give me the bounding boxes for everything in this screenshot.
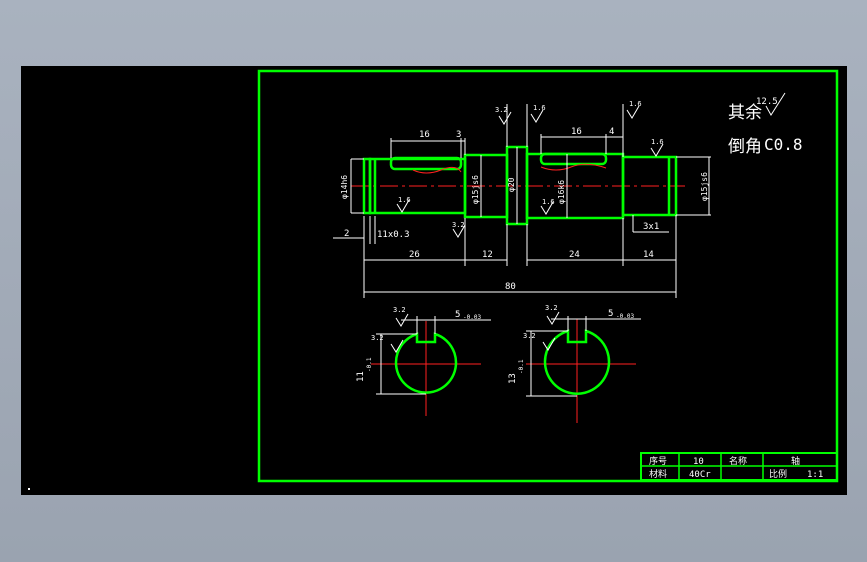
- svg-text:3.2: 3.2: [452, 221, 465, 229]
- shaft-drawing: 其余 12.5 倒角 C0.8: [28, 69, 839, 490]
- shaft-front-view: [351, 145, 685, 226]
- svg-text:40Cr: 40Cr: [689, 470, 711, 480]
- rest-roughness-label: 其余: [728, 103, 762, 123]
- chamfer-label: 倒角: [728, 137, 762, 157]
- svg-text:5: 5: [608, 309, 613, 319]
- dim-key2-offset: 4: [609, 127, 614, 137]
- dim-diameter-15-left: φ15js6: [471, 175, 480, 204]
- dim-groove: 11x0.3: [377, 230, 410, 240]
- svg-text:10: 10: [693, 457, 704, 467]
- cursor-dot: [28, 488, 30, 490]
- section-view-1: 3.2 3.2 11 -0.1 5 -0.03: [356, 306, 491, 416]
- dim-left-length: 2: [344, 229, 349, 239]
- svg-text:名称: 名称: [729, 455, 747, 467]
- svg-text:轴: 轴: [791, 455, 800, 467]
- svg-text:材料: 材料: [649, 468, 667, 480]
- svg-text:-0.1: -0.1: [366, 357, 373, 372]
- svg-text:比例: 比例: [769, 468, 787, 480]
- dim-length-14: 14: [643, 250, 654, 260]
- dim-chamfer-right: 3x1: [643, 222, 659, 232]
- svg-text:3.2: 3.2: [523, 332, 536, 340]
- dim-key1-length: 16: [419, 130, 430, 140]
- dim-diameter-15-right: φ15js6: [700, 172, 709, 201]
- dimension-lines: [333, 104, 711, 298]
- roughness-symbols: 3.2 1.6 1.6 1.6 1.6 1.6 3.2: [396, 100, 664, 238]
- dim-key2-length: 16: [571, 127, 582, 137]
- svg-text:-0.03: -0.03: [616, 313, 634, 320]
- dim-diameter-16: φ16k6: [557, 180, 566, 204]
- svg-text:1.6: 1.6: [651, 138, 664, 146]
- dim-length-12: 12: [482, 250, 493, 260]
- dim-length-26: 26: [409, 250, 420, 260]
- section-view-2: 3.2 3.2 13 -0.1 5 -0.03: [508, 304, 641, 423]
- svg-text:1.6: 1.6: [533, 104, 546, 112]
- svg-text:11: 11: [356, 371, 366, 382]
- dim-key1-offset: 3: [456, 130, 461, 140]
- svg-text:1.6: 1.6: [398, 196, 411, 204]
- dim-total-length: 80: [505, 282, 516, 292]
- svg-text:序号: 序号: [649, 455, 667, 467]
- svg-text:3.2: 3.2: [393, 306, 406, 314]
- title-block: 序号 10 名称 轴 材料 40Cr 比例 1:1: [640, 452, 838, 481]
- svg-text:13: 13: [508, 373, 518, 384]
- svg-text:3.2: 3.2: [495, 106, 508, 114]
- svg-text:12.5: 12.5: [756, 97, 778, 107]
- svg-text:1.6: 1.6: [542, 198, 555, 206]
- drawing-frame: [257, 69, 839, 483]
- dim-diameter-left: φ14h6: [340, 175, 349, 199]
- rest-roughness-symbol: 12.5: [756, 92, 786, 116]
- cad-viewport[interactable]: 其余 12.5 倒角 C0.8: [21, 66, 847, 495]
- svg-text:3.2: 3.2: [371, 334, 384, 342]
- svg-text:1.6: 1.6: [629, 100, 642, 108]
- svg-text:-0.1: -0.1: [518, 359, 525, 374]
- dim-diameter-20: φ20: [507, 177, 516, 192]
- dim-length-24: 24: [569, 250, 580, 260]
- svg-text:1:1: 1:1: [807, 470, 823, 480]
- svg-text:3.2: 3.2: [545, 304, 558, 312]
- svg-text:-0.03: -0.03: [463, 314, 481, 321]
- svg-text:5: 5: [455, 310, 460, 320]
- chamfer-value: C0.8: [764, 135, 803, 154]
